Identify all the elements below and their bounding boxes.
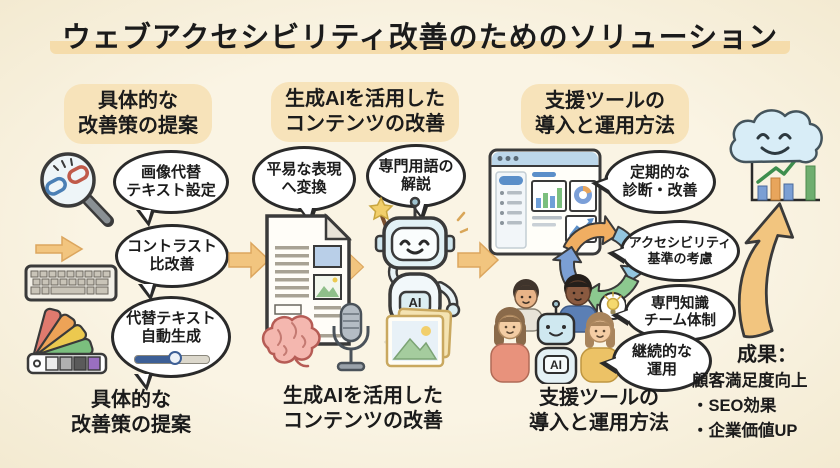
bubble-image-alt-text: 画像代替 テキスト設定 bbox=[113, 150, 229, 227]
column3-caption: 支援ツールの 導入と運用方法 bbox=[529, 387, 669, 434]
bubble-accessibility-standards: アクセシビリティ 基準の考慮 bbox=[607, 220, 740, 282]
bubble-continuous-operation: 継続的な 運用 bbox=[599, 330, 712, 392]
column1-caption: 具体的な 改善策の提案 bbox=[71, 389, 191, 436]
color-swatch-fan-icon bbox=[26, 307, 108, 375]
growth-arrow-icon bbox=[737, 202, 795, 339]
bubble-plain-language: 平易な表現 へ変換 bbox=[252, 146, 356, 225]
keyboard-arrow-icon bbox=[24, 235, 118, 302]
column2-caption: 生成AIを活用した コンテンツの改善 bbox=[283, 385, 443, 432]
column2-header: 生成AIを活用した コンテンツの改善 bbox=[256, 82, 474, 142]
slider-knob bbox=[168, 350, 183, 365]
arrow-col2-col3-icon bbox=[457, 241, 500, 279]
column1-header: 具体的な 改善策の提案 bbox=[38, 84, 238, 144]
microphone-icon bbox=[332, 302, 370, 372]
dashboard-icon bbox=[488, 148, 602, 256]
svg-text:AI: AI bbox=[550, 358, 562, 372]
bubble-periodic-diagnosis: 定期的な 診断・改善 bbox=[591, 150, 716, 214]
bubble-contrast-ratio: コントラスト 比改善 bbox=[115, 224, 229, 301]
alt-text-slider bbox=[134, 350, 210, 365]
column3-header: 支援ツールの 導入と運用方法 bbox=[496, 84, 714, 144]
bubble-auto-alt-text: 代替テキスト 自動生成 bbox=[111, 296, 231, 391]
page-title: ウェブアクセシビリティ改善のためのソリューション bbox=[0, 14, 840, 56]
happy-cloud-chart-icon bbox=[729, 109, 823, 202]
results-lines: 顧客満足度向上 ・SEO効果 ・企業価値UP bbox=[692, 372, 808, 440]
results-block: 成果： 顧客満足度向上 ・SEO効果 ・企業価値UP bbox=[692, 338, 840, 443]
arrow-col1-col2-icon bbox=[228, 241, 271, 279]
results-heading: 成果： bbox=[737, 344, 797, 366]
brain-icon bbox=[261, 315, 321, 368]
svg-text:AI: AI bbox=[409, 295, 422, 310]
magnifier-broken-link-icon bbox=[40, 152, 114, 227]
photos-icon bbox=[385, 307, 453, 368]
